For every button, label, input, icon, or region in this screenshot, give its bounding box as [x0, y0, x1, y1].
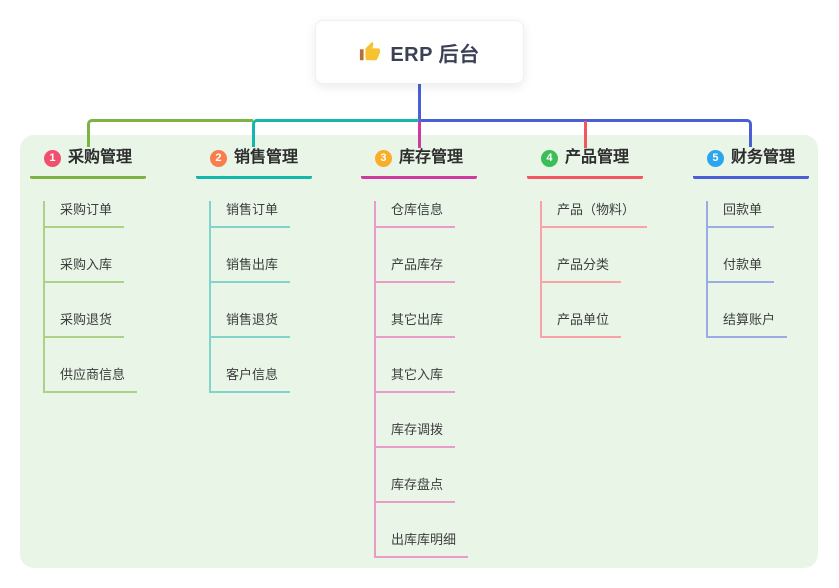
- branch-number-badge: 1: [43, 149, 61, 167]
- thumbs-up-icon: [360, 41, 381, 61]
- connector-product: [584, 121, 587, 148]
- branch-title: 采购管理: [67, 149, 132, 166]
- child-node[interactable]: 出库库明细: [376, 531, 469, 558]
- child-node[interactable]: 库存调拨: [376, 421, 456, 448]
- child-node[interactable]: 付款单: [708, 256, 775, 283]
- branches-panel: [20, 135, 818, 568]
- branch-number-badge: 2: [209, 149, 227, 167]
- branch-children-purchase: 采购订单 采购入库 采购退货 供应商信息: [43, 201, 146, 393]
- connector-finance: [419, 119, 752, 147]
- child-node[interactable]: 销售退货: [211, 311, 291, 338]
- branch-number-badge: 3: [374, 149, 392, 167]
- branch-finance: 5 财务管理 回款单 付款单 结算账户: [693, 147, 809, 338]
- root-title: ERP 后台: [390, 43, 480, 66]
- child-node[interactable]: 采购退货: [45, 311, 125, 338]
- child-node[interactable]: 采购订单: [45, 201, 125, 228]
- branch-sales: 2 销售管理 销售订单 销售出库 销售退货 客户信息: [196, 147, 312, 393]
- child-node[interactable]: 产品单位: [542, 311, 622, 338]
- branch-children-product: 产品（物料） 产品分类 产品单位: [540, 201, 648, 338]
- branch-number-badge: 4: [540, 149, 558, 167]
- child-node[interactable]: 产品（物料）: [542, 201, 648, 228]
- connector-inventory: [418, 121, 421, 148]
- branch-title: 产品管理: [564, 149, 629, 166]
- root-node[interactable]: ERP 后台: [315, 20, 524, 84]
- child-node[interactable]: 其它出库: [376, 311, 456, 338]
- root-connector-line: [418, 84, 421, 122]
- branch-node-sales[interactable]: 2 销售管理: [196, 147, 312, 179]
- branch-node-finance[interactable]: 5 财务管理: [693, 147, 809, 179]
- branch-product: 4 产品管理 产品（物料） 产品分类 产品单位: [527, 147, 648, 338]
- connector-sales: [252, 119, 421, 147]
- branch-node-purchase[interactable]: 1 采购管理: [30, 147, 146, 179]
- branch-children-sales: 销售订单 销售出库 销售退货 客户信息: [209, 201, 312, 393]
- child-node[interactable]: 仓库信息: [376, 201, 456, 228]
- child-node[interactable]: 采购入库: [45, 256, 125, 283]
- child-node[interactable]: 其它入库: [376, 366, 456, 393]
- child-node[interactable]: 客户信息: [211, 366, 291, 393]
- branch-title: 销售管理: [233, 149, 298, 166]
- connector-purchase: [87, 119, 253, 147]
- child-node[interactable]: 产品库存: [376, 256, 456, 283]
- branch-number-badge: 5: [706, 149, 724, 167]
- branch-children-finance: 回款单 付款单 结算账户: [706, 201, 809, 338]
- branch-children-inventory: 仓库信息 产品库存 其它出库 其它入库 库存调拨 库存盘点 出库库明细: [374, 201, 477, 558]
- branch-title: 财务管理: [730, 149, 795, 166]
- child-node[interactable]: 销售订单: [211, 201, 291, 228]
- child-node[interactable]: 产品分类: [542, 256, 622, 283]
- branch-node-product[interactable]: 4 产品管理: [527, 147, 643, 179]
- branch-purchase: 1 采购管理 采购订单 采购入库 采购退货 供应商信息: [30, 147, 146, 393]
- child-node[interactable]: 库存盘点: [376, 476, 456, 503]
- branch-node-inventory[interactable]: 3 库存管理: [361, 147, 477, 179]
- child-node[interactable]: 回款单: [708, 201, 775, 228]
- branch-title: 库存管理: [398, 149, 463, 166]
- branch-inventory: 3 库存管理 仓库信息 产品库存 其它出库 其它入库 库存调拨 库存盘点 出库库…: [361, 147, 477, 558]
- child-node[interactable]: 供应商信息: [45, 366, 138, 393]
- child-node[interactable]: 结算账户: [708, 311, 788, 338]
- child-node[interactable]: 销售出库: [211, 256, 291, 283]
